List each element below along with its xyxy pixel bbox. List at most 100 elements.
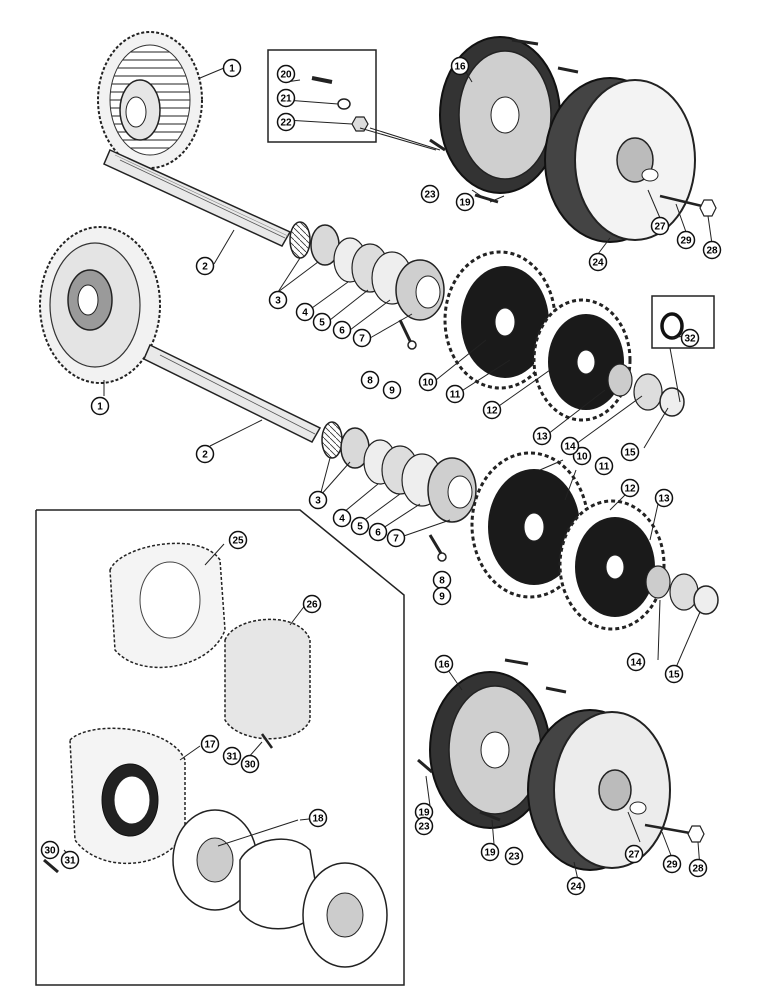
callout-22: 22	[276, 112, 296, 132]
backing-bolt	[474, 193, 499, 204]
callout-circle	[432, 586, 452, 606]
callout-circle	[386, 528, 406, 548]
callout-circle	[276, 64, 296, 84]
retainer-bolt	[398, 319, 417, 350]
callout-circle	[90, 396, 110, 416]
callout-number: 18	[312, 814, 324, 825]
backing-bolt	[545, 686, 567, 694]
callout-number: 4	[339, 514, 345, 525]
upper-brake-assembly	[267, 36, 717, 243]
brake-drum	[544, 77, 696, 243]
callout-10: 10	[572, 446, 592, 466]
callout-number: 28	[692, 864, 704, 875]
retainer-bolt	[428, 534, 447, 562]
callout-number: 2	[202, 450, 208, 461]
callout-circle	[276, 88, 296, 108]
callout-3: 3	[308, 490, 328, 510]
callout-circle	[572, 446, 592, 466]
callout-10: 10	[418, 372, 438, 392]
callout-circle	[654, 488, 674, 508]
callout-circle	[332, 320, 352, 340]
callout-number: 25	[232, 536, 244, 547]
bevel-ring-gear	[39, 226, 161, 384]
callout-number: 4	[302, 308, 308, 319]
callout-number: 19	[418, 808, 430, 819]
countershaft-bearing	[645, 565, 719, 615]
callout-number: 27	[654, 222, 666, 233]
callout-number: 27	[628, 850, 640, 861]
callout-2: 2	[195, 444, 215, 464]
callout-7: 7	[352, 328, 372, 348]
callout-8: 8	[432, 570, 452, 590]
callout-circle	[418, 372, 438, 392]
countershaft-bearing	[607, 363, 685, 417]
callout-6: 6	[368, 522, 388, 542]
callout-circle	[312, 312, 332, 332]
callout-circle	[620, 442, 640, 462]
bolt-30	[43, 858, 59, 874]
drive-shaft	[103, 148, 292, 247]
callout-number: 19	[459, 198, 471, 209]
callout-circle	[352, 328, 372, 348]
callout-number: 16	[438, 660, 450, 671]
callout-8: 8	[360, 370, 380, 390]
callout-number: 15	[668, 670, 680, 681]
callout-circle	[200, 734, 220, 754]
brake-drum	[527, 709, 671, 871]
callout-19: 19	[480, 842, 500, 862]
callout-29: 29	[676, 230, 696, 250]
brake-backing-plate	[429, 671, 551, 829]
callout-15: 15	[664, 664, 684, 684]
callout-number: 16	[454, 62, 466, 73]
callout-circle	[420, 184, 440, 204]
spur-gear-large	[443, 250, 557, 390]
callout-2: 2	[195, 256, 215, 276]
callout-labels: 1122334455667788991010111112121313141415…	[40, 56, 722, 896]
callout-number: 1	[229, 64, 235, 75]
backing-bolt	[511, 38, 539, 46]
callout-20: 20	[276, 64, 296, 84]
callout-circle	[624, 844, 644, 864]
callout-7: 7	[386, 528, 406, 548]
callout-circle	[434, 654, 454, 674]
callout-number: 22	[280, 118, 292, 129]
callout-circle	[450, 56, 470, 76]
callout-circle	[308, 490, 328, 510]
callout-31: 31	[222, 746, 242, 766]
callout-number: 21	[280, 94, 292, 105]
callout-circle	[302, 594, 322, 614]
callout-number: 8	[367, 376, 373, 387]
callout-25: 25	[228, 530, 248, 550]
callout-number: 30	[44, 846, 56, 857]
bearing-retainer-stack	[363, 439, 477, 523]
stud-nut	[699, 199, 717, 217]
callout-number: 1	[97, 402, 103, 413]
callout-23: 23	[504, 846, 524, 866]
callout-circle	[295, 302, 315, 322]
callout-number: 9	[439, 592, 445, 603]
callout-number: 12	[624, 484, 636, 495]
housing-17	[69, 727, 186, 865]
callout-number: 19	[484, 848, 496, 859]
callout-4: 4	[332, 508, 352, 528]
callout-30: 30	[40, 840, 60, 860]
callout-circle	[308, 808, 328, 828]
callout-number: 2	[202, 262, 208, 273]
brake-disc-pack-18	[172, 809, 388, 968]
callout-27: 27	[624, 844, 644, 864]
callout-circle	[455, 192, 475, 212]
callout-number: 23	[508, 852, 520, 863]
callout-circle	[350, 516, 370, 536]
backing-bolt	[429, 138, 446, 152]
bevel-ring-gear	[97, 31, 203, 169]
callout-circle	[620, 478, 640, 498]
callout-15: 15	[620, 442, 640, 462]
callout-circle	[360, 370, 380, 390]
callout-circle	[222, 746, 242, 766]
backing-bolt	[417, 758, 433, 774]
callout-number: 31	[226, 752, 238, 763]
callout-28: 28	[688, 858, 708, 878]
callout-9: 9	[382, 380, 402, 400]
callout-number: 3	[315, 496, 321, 507]
callout-32: 32	[680, 328, 700, 348]
